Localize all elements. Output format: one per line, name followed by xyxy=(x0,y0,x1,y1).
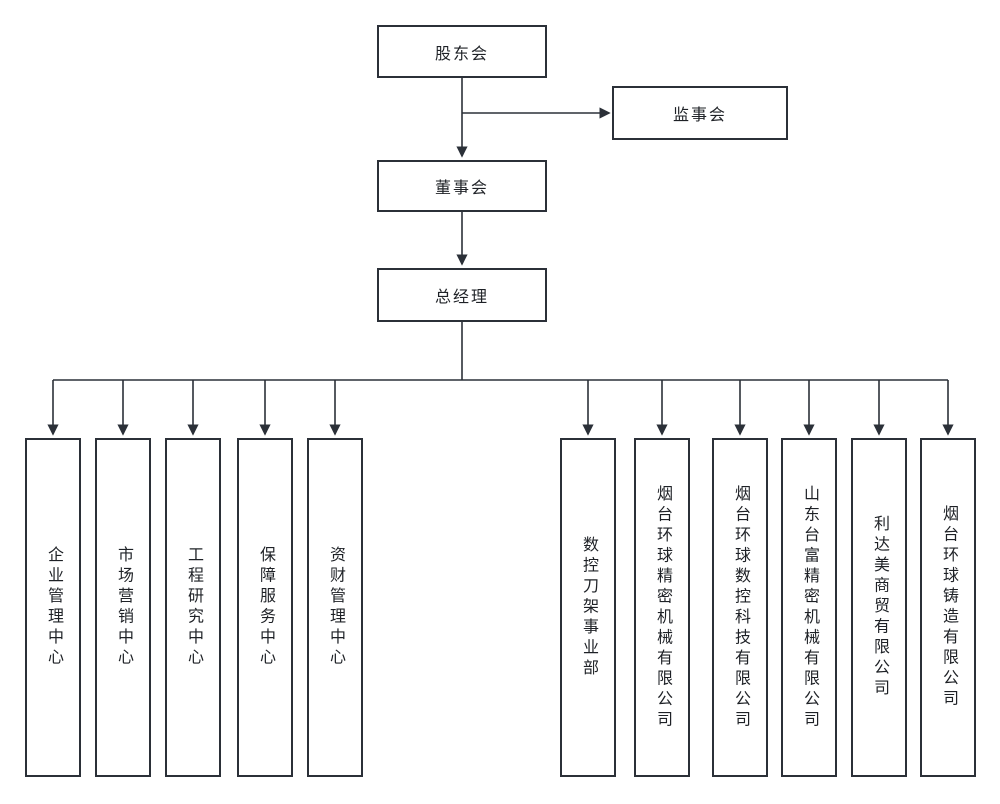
node-label: 董事会 xyxy=(434,180,489,197)
unit-yantai-global-cnc-technology: 烟台环球数控科技有限公司 xyxy=(712,438,768,777)
unit-label: 烟台环球铸造有限公司 xyxy=(940,505,957,710)
node-label: 总经理 xyxy=(434,289,489,306)
unit-label: 保障服务中心 xyxy=(257,546,274,669)
unit-engineering-research-center: 工程研究中心 xyxy=(165,438,221,777)
unit-label: 山东台富精密机械有限公司 xyxy=(801,484,818,731)
node-label: 监事会 xyxy=(672,107,727,124)
unit-yantai-global-casting: 烟台环球铸造有限公司 xyxy=(920,438,976,777)
unit-label: 利达美商贸有限公司 xyxy=(871,515,888,700)
unit-label: 市场营销中心 xyxy=(115,546,132,669)
unit-lida-mei-trading: 利达美商贸有限公司 xyxy=(851,438,907,777)
unit-yantai-global-precision-machinery: 烟台环球精密机械有限公司 xyxy=(634,438,690,777)
node-shareholders-meeting: 股东会 xyxy=(377,25,547,78)
unit-support-service-center: 保障服务中心 xyxy=(237,438,293,777)
unit-label: 工程研究中心 xyxy=(185,546,202,669)
unit-label: 资财管理中心 xyxy=(327,546,344,669)
unit-label: 数控刀架事业部 xyxy=(580,535,597,680)
unit-shandong-taifu-precision-machinery: 山东台富精密机械有限公司 xyxy=(781,438,837,777)
unit-label: 烟台环球数控科技有限公司 xyxy=(732,484,749,731)
unit-enterprise-management-center: 企业管理中心 xyxy=(25,438,81,777)
unit-label: 烟台环球精密机械有限公司 xyxy=(654,484,671,731)
node-board-of-supervisors: 监事会 xyxy=(612,86,788,140)
unit-marketing-center: 市场营销中心 xyxy=(95,438,151,777)
unit-cnc-turret-division: 数控刀架事业部 xyxy=(560,438,616,777)
node-board-of-directors: 董事会 xyxy=(377,160,547,212)
node-label: 股东会 xyxy=(434,45,489,63)
node-general-manager: 总经理 xyxy=(377,268,547,322)
unit-finance-management-center: 资财管理中心 xyxy=(307,438,363,777)
unit-label: 企业管理中心 xyxy=(45,546,62,669)
